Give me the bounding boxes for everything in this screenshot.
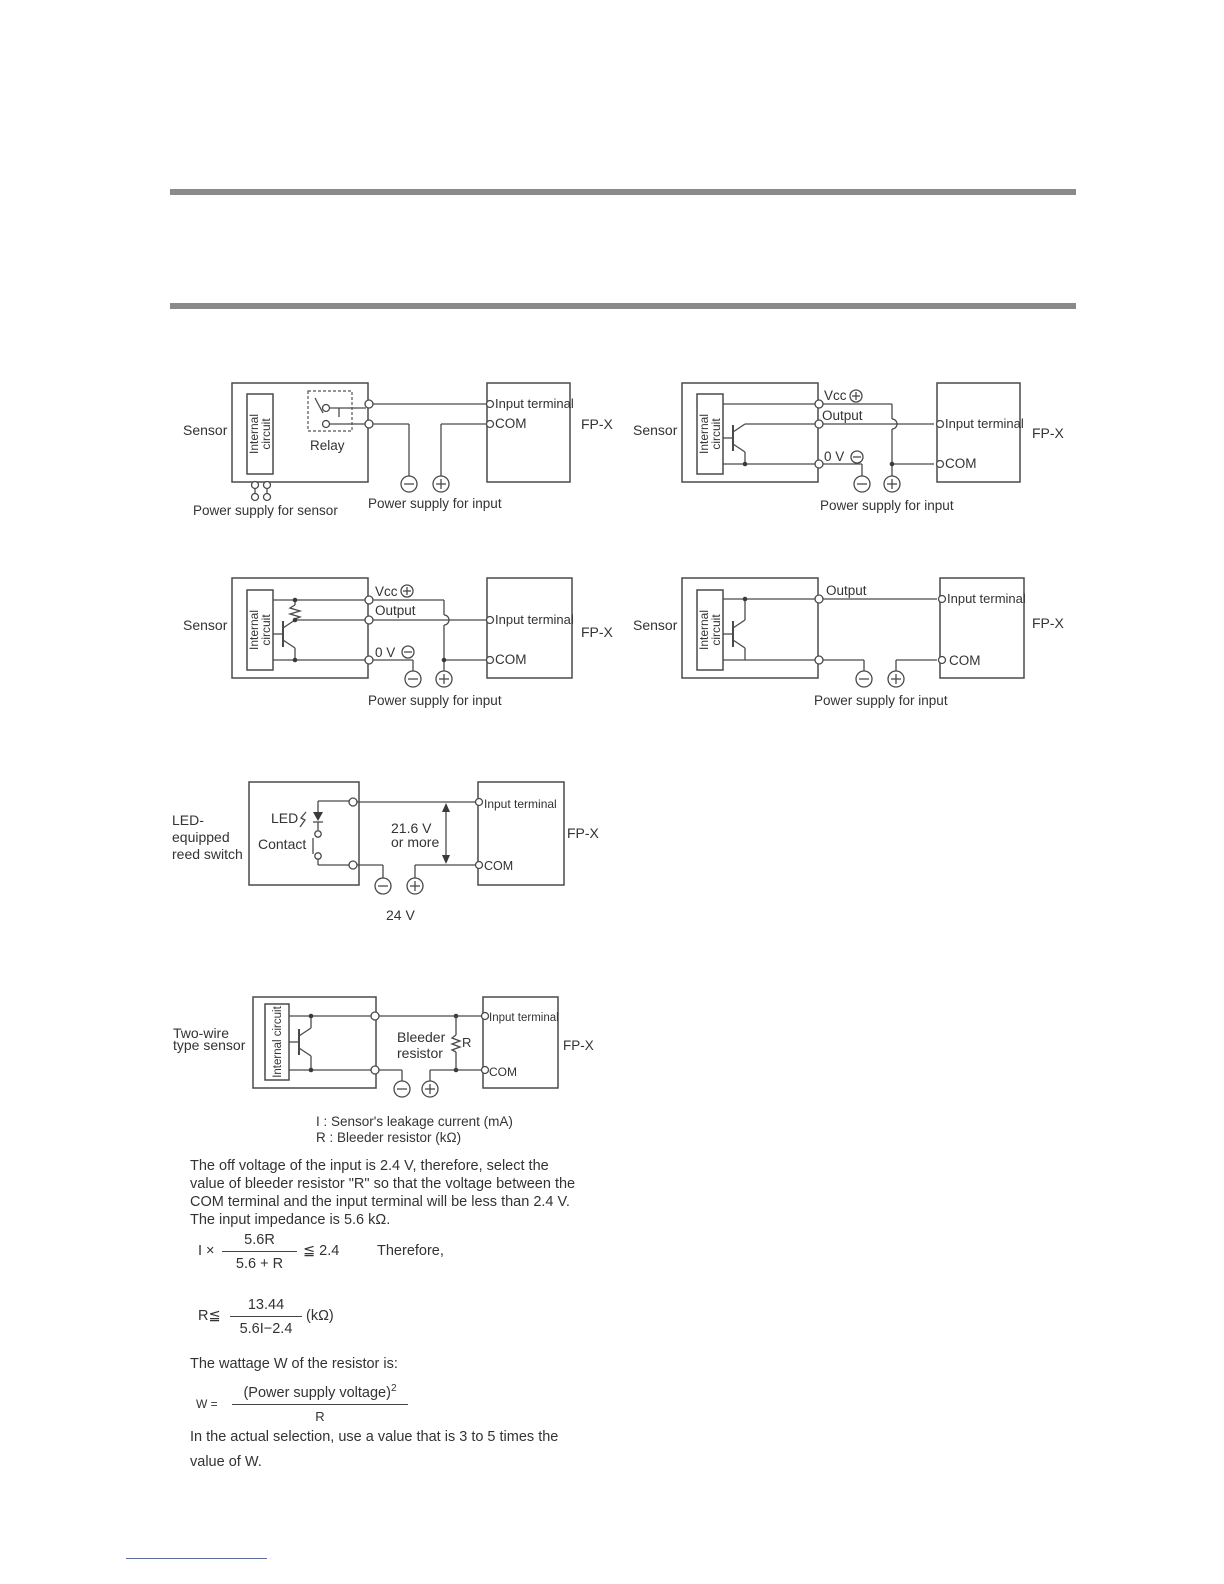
diagram-npn-vcc: Internal circuit Vcc Output 0 V bbox=[633, 382, 1065, 513]
svg-text:0 V: 0 V bbox=[824, 449, 844, 464]
svg-text:Power supply for input: Power supply for input bbox=[820, 498, 954, 513]
diagram-relay-sensor: Internal circuit Relay Input terminal CO… bbox=[183, 382, 614, 518]
diagram-two-wire-sensor: Two-wire type sensor Internal circuit bbox=[173, 996, 594, 1098]
svg-text:FP-X: FP-X bbox=[1032, 615, 1065, 631]
svg-text:Internal: Internal bbox=[697, 414, 711, 454]
svg-text:Internal circuit: Internal circuit bbox=[272, 1005, 284, 1077]
svg-text:FP-X: FP-X bbox=[1032, 425, 1065, 441]
svg-text:Internal: Internal bbox=[247, 610, 261, 650]
svg-text:circuit: circuit bbox=[709, 418, 723, 450]
formula1-suffix: ≦ 2.4 bbox=[303, 1243, 340, 1259]
internal-circuit-box bbox=[246, 393, 274, 475]
wattage-text: The wattage W of the resistor is: bbox=[190, 1356, 398, 1372]
formula3-prefix: W = bbox=[196, 1397, 218, 1411]
diagram-pnp: Internal circuit Output Input termi bbox=[633, 577, 1065, 708]
svg-text:21.6 V: 21.6 V bbox=[391, 820, 432, 836]
svg-text:Vcc: Vcc bbox=[375, 584, 398, 599]
legend-bleeder-resistor: R : Bleeder resistor (kΩ) bbox=[316, 1130, 462, 1145]
svg-text:FP-X: FP-X bbox=[567, 825, 600, 841]
svg-text:or more: or more bbox=[391, 834, 439, 850]
svg-text:0 V: 0 V bbox=[375, 645, 395, 660]
svg-text:Two-wire: Two-wire bbox=[173, 1025, 229, 1041]
formula3-fraction: (Power supply voltage)2 R bbox=[232, 1383, 408, 1424]
com-label: COM bbox=[495, 416, 527, 431]
svg-text:Input terminal: Input terminal bbox=[484, 797, 557, 811]
svg-text:COM: COM bbox=[949, 653, 981, 668]
svg-text:Input terminal: Input terminal bbox=[489, 1012, 559, 1024]
svg-text:LED: LED bbox=[271, 810, 298, 826]
formula2-fraction: 13.44 5.6I−2.4 bbox=[230, 1297, 302, 1337]
diagram-led-reed-switch: LED- equipped reed switch LED Contact bbox=[172, 781, 600, 923]
svg-text:Input terminal: Input terminal bbox=[495, 612, 574, 627]
svg-text:circuit: circuit bbox=[259, 614, 273, 646]
svg-text:FP-X: FP-X bbox=[581, 624, 614, 640]
svg-text:Sensor: Sensor bbox=[633, 422, 678, 438]
para-line-1: The off voltage of the input is 2.4 V, t… bbox=[190, 1158, 549, 1174]
svg-text:circuit: circuit bbox=[709, 614, 723, 646]
therefore-label: Therefore, bbox=[377, 1243, 444, 1259]
svg-text:Sensor: Sensor bbox=[183, 617, 228, 633]
svg-text:resistor: resistor bbox=[397, 1045, 443, 1061]
formula1-numerator: 5.6R bbox=[222, 1232, 297, 1252]
svg-text:Power supply for input: Power supply for input bbox=[814, 693, 948, 708]
para-line-2: value of bleeder resistor "R" so that th… bbox=[190, 1176, 576, 1192]
svg-text:type sensor: type sensor bbox=[173, 1037, 246, 1053]
formula3-numerator: (Power supply voltage) bbox=[243, 1384, 391, 1401]
svg-text:reed switch: reed switch bbox=[172, 846, 243, 862]
formula1-fraction: 5.6R 5.6 + R bbox=[222, 1232, 297, 1272]
sensor-label: Sensor bbox=[183, 422, 228, 438]
svg-text:COM: COM bbox=[484, 859, 513, 873]
power-sensor-label: Power supply for sensor bbox=[193, 503, 338, 518]
svg-text:COM: COM bbox=[495, 652, 527, 667]
svg-text:Output: Output bbox=[826, 583, 867, 598]
relay-dashed-box bbox=[307, 390, 353, 432]
legend-leakage-current: I : Sensor's leakage current (mA) bbox=[316, 1114, 513, 1129]
formula1-denominator: 5.6 + R bbox=[235, 1256, 284, 1272]
svg-text:Input terminal: Input terminal bbox=[947, 591, 1026, 606]
svg-text:Contact: Contact bbox=[258, 836, 306, 852]
diagram-npn-pullup: Internal circuit Vcc Output 0 V bbox=[183, 577, 614, 708]
fpx-label: FP-X bbox=[581, 416, 614, 432]
input-terminal-label: Input terminal bbox=[495, 396, 574, 411]
svg-text:LED-: LED- bbox=[172, 812, 204, 828]
formula3-denominator: R bbox=[315, 1408, 325, 1424]
svg-text:Sensor: Sensor bbox=[633, 617, 678, 633]
svg-text:Input terminal: Input terminal bbox=[945, 416, 1024, 431]
internal-label: Internal bbox=[247, 414, 261, 454]
svg-text:Vcc: Vcc bbox=[824, 388, 847, 403]
para-line-3: COM terminal and the input terminal will… bbox=[190, 1194, 570, 1210]
para-line-4: The input impedance is 5.6 kΩ. bbox=[190, 1212, 391, 1228]
svg-text:FP-X: FP-X bbox=[563, 1038, 594, 1053]
svg-text:Power supply for input: Power supply for input bbox=[368, 693, 502, 708]
power-input-label: Power supply for input bbox=[368, 496, 502, 511]
header-rule-bottom bbox=[170, 303, 1076, 309]
svg-text:24 V: 24 V bbox=[386, 907, 415, 923]
svg-text:Output: Output bbox=[375, 603, 416, 618]
final-line-1: In the actual selection, use a value tha… bbox=[190, 1429, 559, 1445]
formula1-prefix: I × bbox=[198, 1243, 215, 1259]
final-line-2: value of W. bbox=[190, 1454, 262, 1470]
svg-text:Internal: Internal bbox=[697, 610, 711, 650]
header-rule-top bbox=[170, 189, 1076, 195]
formula3-exponent: 2 bbox=[390, 1383, 397, 1394]
svg-text:COM: COM bbox=[945, 456, 977, 471]
footnote-rule bbox=[126, 1558, 267, 1559]
formula2-denominator: 5.6I−2.4 bbox=[239, 1321, 293, 1337]
formula2-numerator: 13.44 bbox=[230, 1297, 302, 1317]
svg-text:COM: COM bbox=[489, 1065, 517, 1079]
circuit-label: circuit bbox=[259, 418, 273, 450]
relay-label: Relay bbox=[310, 438, 345, 453]
svg-text:R: R bbox=[462, 1035, 471, 1050]
formula2-prefix: R≦ bbox=[198, 1308, 221, 1324]
formula2-suffix: (kΩ) bbox=[306, 1308, 334, 1324]
svg-text:Output: Output bbox=[822, 408, 863, 423]
svg-text:equipped: equipped bbox=[172, 829, 230, 845]
svg-text:Bleeder: Bleeder bbox=[397, 1029, 446, 1045]
